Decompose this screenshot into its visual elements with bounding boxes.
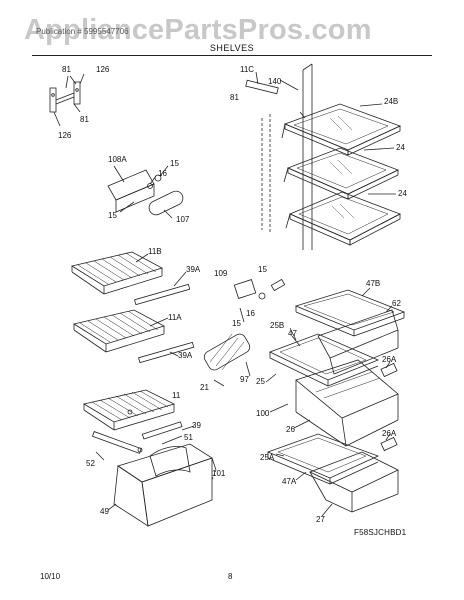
callout-126: 126 (96, 65, 110, 74)
callout-140: 140 (268, 77, 282, 86)
callout-16: 16 (158, 169, 167, 178)
callout-126: 126 (58, 131, 72, 140)
callout-11c: 11C (240, 65, 254, 74)
crisper-light-assembly (203, 278, 286, 387)
watermark-logo: AppliancePartsPros.com (24, 14, 372, 46)
callout-15: 15 (258, 265, 267, 274)
callout-47a: 47A (282, 477, 297, 486)
publication-subheading: Publication # 5995547706 (36, 27, 129, 36)
callout-52: 52 (86, 459, 95, 468)
callout-108a: 108A (108, 155, 127, 164)
callout-26a: 26A (382, 429, 397, 438)
diagram-code: F58SJCHBD1 (354, 528, 407, 537)
callout-24b: 24B (384, 97, 398, 106)
light-housing-assembly (107, 165, 184, 219)
title-rule (32, 55, 432, 56)
crisper-drawer-assembly (265, 287, 406, 517)
callout-39: 39 (192, 421, 201, 430)
callout-15: 15 (108, 211, 117, 220)
callout-11a: 11A (168, 313, 182, 322)
callout-81: 81 (80, 115, 89, 124)
wire-shelf-11a (72, 309, 195, 364)
callout-49: 49 (100, 507, 109, 516)
wire-shelf-11-and-basket (82, 389, 217, 527)
callout-24: 24 (396, 143, 405, 152)
shelf-bracket-assembly (49, 73, 85, 127)
callout-100: 100 (256, 409, 270, 418)
callout-11: 11 (172, 391, 181, 400)
callout-26: 26 (286, 425, 295, 434)
callout-25a: 25A (260, 453, 275, 462)
page-number: 8 (228, 572, 233, 581)
callout-47: 47 (288, 329, 297, 338)
callout-16: 16 (246, 309, 255, 318)
callout-25: 25 (256, 377, 265, 386)
callout-47b: 47B (366, 279, 380, 288)
callout-39a: 39A (178, 351, 193, 360)
callout-81: 81 (62, 65, 71, 74)
wire-shelf-11b (70, 251, 191, 306)
callout-24: 24 (398, 189, 407, 198)
callout-107: 107 (176, 215, 190, 224)
footer-date: 10/10 (40, 572, 61, 581)
glass-shelf-assembly (245, 63, 402, 250)
callout-39a: 39A (186, 265, 201, 274)
callout-109: 109 (214, 269, 228, 278)
callout-97: 97 (240, 375, 249, 384)
callout-11b: 11B (148, 247, 162, 256)
page-title: SHELVES (209, 43, 255, 53)
callout-26a: 26A (382, 355, 397, 364)
callout-51: 51 (184, 433, 193, 442)
callout-15: 15 (170, 159, 179, 168)
callout-25b: 25B (270, 321, 284, 330)
callout-21: 21 (200, 383, 209, 392)
callout-101: 101 (212, 469, 226, 478)
callout-27: 27 (316, 515, 325, 524)
callout-62: 62 (392, 299, 401, 308)
callout-81: 81 (230, 93, 239, 102)
callout-15: 15 (232, 319, 241, 328)
